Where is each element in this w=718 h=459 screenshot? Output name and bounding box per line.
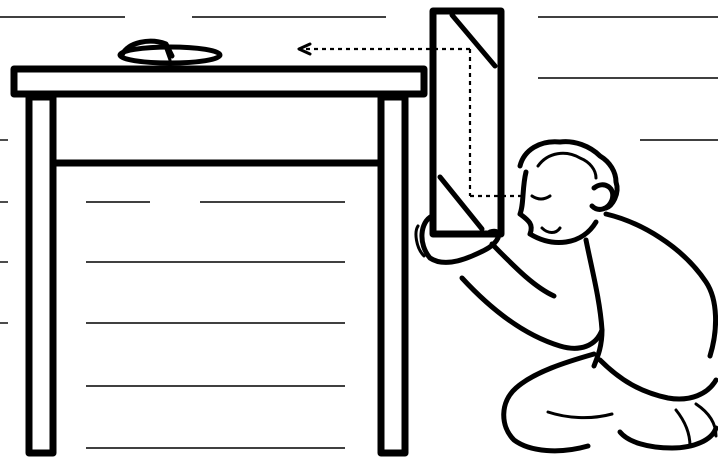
person-hand	[419, 213, 501, 265]
dish-food	[119, 38, 175, 59]
mirror-frame	[429, 7, 505, 238]
person-shin	[597, 357, 718, 402]
mirror-reflection-bottom	[437, 174, 485, 232]
person-ear	[589, 182, 616, 212]
person-eye	[530, 194, 552, 201]
table-top	[10, 65, 428, 98]
person-arm-upper	[459, 275, 605, 351]
mirror-reflection-top	[449, 12, 498, 69]
table-leg-right	[377, 93, 409, 457]
person-knee-crease	[546, 410, 614, 420]
background-lines	[0, 16, 718, 449]
person-thumb	[414, 224, 426, 258]
person-mouth	[540, 226, 562, 234]
dish-utensil	[163, 44, 172, 62]
person-icon	[414, 139, 718, 454]
person-thigh	[501, 351, 597, 454]
table-icon	[10, 65, 428, 457]
person-foot	[617, 425, 718, 451]
table-leg-left	[25, 93, 57, 457]
dish-icon	[117, 38, 223, 66]
person-hair	[517, 139, 620, 211]
person-back	[603, 211, 718, 359]
mirror-icon	[429, 7, 505, 238]
person-shoe-detail	[674, 408, 692, 448]
person-face	[517, 169, 599, 245]
person-heel	[694, 402, 718, 438]
sight-line-arrowhead	[297, 42, 312, 56]
person-forearm	[489, 241, 557, 299]
sight-line-arrow-icon	[297, 42, 522, 198]
person-hair-curl	[536, 151, 598, 180]
